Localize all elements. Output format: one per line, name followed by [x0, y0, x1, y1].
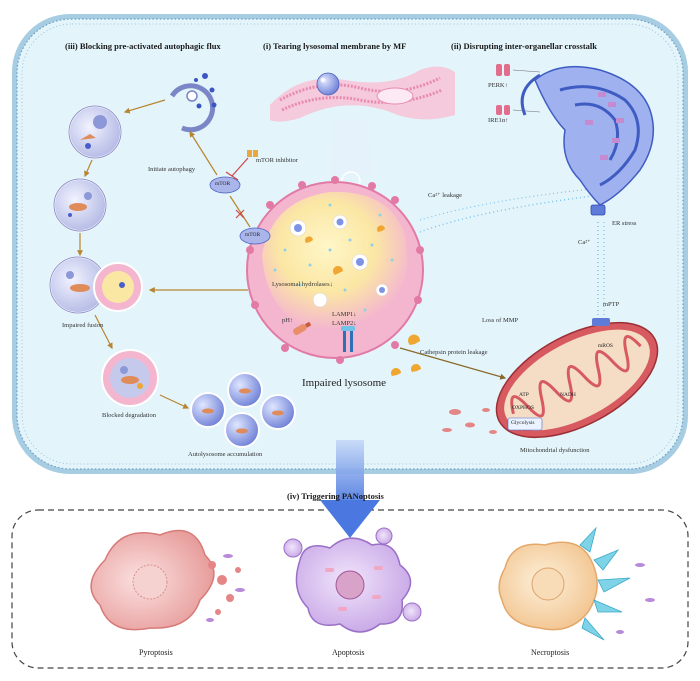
heading-triggering-panoptosis: (iv) Triggering PANoptosis: [287, 491, 384, 501]
heading-disrupting-crosstalk: (ii) Disrupting inter-organellar crossta…: [451, 41, 597, 51]
blocked-degradation-vesicle: [101, 349, 159, 407]
label-ire1a: IRE1α↑: [488, 117, 509, 124]
membrane-tearing-illustration: [270, 66, 455, 191]
label-lamp1: LAMP1↓: [332, 311, 357, 318]
label-oxphos: OXPHOS: [512, 405, 535, 411]
label-atp: ATP: [519, 392, 529, 398]
pathway-arrows: [77, 99, 507, 409]
heading-blocking-autophagic-flux: (iii) Blocking pre-activated autophagic …: [65, 41, 221, 51]
phagophore-group: [169, 73, 217, 133]
mtor-inhibition-line: [225, 157, 249, 219]
impaired-lysosome: [246, 176, 424, 364]
label-er-calcium: Ca²⁺: [578, 239, 591, 246]
cathepsin-icons: [391, 334, 421, 376]
label-mptp: mPTP: [603, 301, 620, 308]
er-sensors: [496, 64, 541, 115]
heading-tearing-lysosomal-membrane: (i) Tearing lysosomal membrane by MF: [263, 41, 407, 51]
label-mitochondrial-dysfunction: Mitochondrial dysfunction: [520, 447, 590, 454]
label-lysosomal-hydrolases: Lysosomal hydrolases↓: [272, 281, 333, 288]
label-necroptosis: Necroptosis: [531, 648, 570, 657]
panoptosis-arrow: [320, 440, 380, 538]
label-perk: PERK↑: [488, 82, 508, 89]
label-nadh: NADH: [560, 392, 576, 398]
calcium-flux: [419, 187, 605, 318]
label-mtor-top: mTOR: [215, 181, 231, 187]
necroptosis-cell: [498, 526, 655, 641]
mtor-nodes: [209, 150, 271, 245]
label-mtor-bottom: mTOR: [245, 232, 261, 238]
label-loss-of-mmp: Loss of MMP: [482, 317, 519, 324]
label-autolysosome-accumulation: Autolysosome accumulation: [188, 451, 263, 458]
label-glycolysis: Glycolysis: [511, 420, 535, 426]
label-impaired-lysosome: Impaired lysosome: [302, 377, 387, 389]
label-impaired-fusion: Impaired fusion: [62, 322, 104, 329]
pyroptosis-cell: [90, 529, 245, 631]
autophagosome-stage-1: [68, 105, 122, 159]
label-mtor-inhibitor: mTOR inhibitor: [256, 157, 298, 164]
label-pyroptosis: Pyroptosis: [139, 648, 173, 657]
endoplasmic-reticulum: [520, 65, 655, 216]
label-er-stress: ER stress: [612, 220, 637, 227]
fusion-stage: [49, 256, 143, 314]
label-apoptosis: Apoptosis: [332, 648, 365, 657]
label-ca-leakage: Ca²⁺ leakage: [428, 192, 463, 199]
apoptosis-cell: [283, 527, 422, 633]
label-blocked-degradation: Blocked degradation: [102, 412, 156, 419]
label-ph: pH↑: [282, 317, 294, 324]
autophagosome-stage-2: [53, 178, 107, 232]
label-lamp2: LAMP2↓: [332, 320, 357, 327]
autolysosome-cluster: [190, 372, 296, 448]
label-mros: mROS: [598, 343, 613, 349]
label-initiate-autophagy: Initiate autophagy: [148, 166, 196, 173]
label-cathepsin-leakage: Cathepsin protein leakage: [420, 349, 488, 356]
mito-debris: [442, 408, 497, 434]
mitochondrion: [495, 318, 659, 439]
